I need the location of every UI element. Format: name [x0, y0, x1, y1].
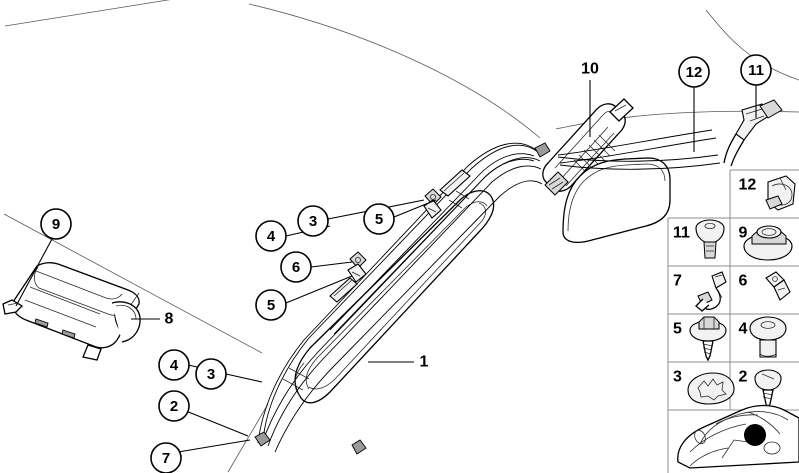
callout-circle [255, 220, 287, 252]
location-marker-dot [744, 424, 766, 446]
tube-bracket-upper [439, 169, 471, 197]
callout-3-2[interactable]: 3 [195, 358, 227, 390]
callout-circle [297, 205, 329, 237]
callout-label: 7 [162, 450, 170, 467]
clip-item-11-body [723, 99, 783, 167]
callout-label: 6 [292, 259, 300, 276]
callout-label: 2 [170, 398, 178, 415]
clip-fitting-lower [347, 251, 367, 283]
callout-circle [150, 442, 182, 473]
callout-circle [280, 251, 312, 283]
legend-icon-7-hook-retainer-clip [695, 271, 727, 312]
tube-bracket-lower [329, 277, 358, 303]
legend-icon-9-flange-lock-nut [743, 225, 793, 261]
callout-3-6[interactable]: 3 [297, 205, 329, 237]
fastener-legend-grid [667, 169, 799, 473]
legend-cell-number-3: 3 [673, 369, 682, 386]
callout-circle [40, 208, 72, 240]
legend-icon-2-round-head-screw [754, 369, 782, 409]
legend-icon-11-pan-head-bolt [695, 219, 725, 259]
legend-icon-3-star-washer-plate [687, 372, 735, 405]
legend-cell-number-2: 2 [739, 369, 748, 386]
callout-5-9[interactable]: 5 [255, 289, 287, 321]
legend-cell-number-12: 12 [739, 177, 757, 194]
callout-6-8[interactable]: 6 [280, 251, 312, 283]
callout-7-4[interactable]: 7 [150, 442, 182, 473]
callout-11-11[interactable]: 11 [740, 54, 772, 86]
callout-label: 5 [267, 297, 275, 314]
callout-circle [158, 390, 190, 422]
legend-cell-number-4: 4 [739, 321, 748, 338]
headliner-trim-panel [562, 157, 671, 243]
leader-line-7 [177, 439, 251, 453]
callout-label: 9 [52, 216, 60, 233]
callout-5-7[interactable]: 5 [363, 203, 395, 235]
leader-line-5b [285, 275, 353, 304]
callout-4-5[interactable]: 4 [255, 220, 287, 252]
callout-circle [255, 289, 287, 321]
legend-cell-number-11: 11 [673, 225, 690, 242]
gas-generator-inflator-module [542, 98, 634, 196]
cartridge-end-cap [111, 301, 141, 343]
tube-upper-anchor [534, 142, 551, 158]
part-number-label-1-0: 1 [420, 354, 429, 371]
head-airbag-tube-assembly [254, 142, 551, 455]
legend-icon-5-hex-head-tapping-screw [689, 316, 727, 362]
legend-cell-number-9: 9 [739, 225, 748, 242]
leader-line-6 [310, 261, 353, 268]
callout-circle [678, 56, 710, 88]
inflator-connector [609, 98, 634, 122]
callout-9-0[interactable]: 9 [40, 208, 72, 240]
callout-label: 12 [686, 64, 703, 81]
vehicle-location-illustration [677, 404, 799, 469]
callout-label: 11 [748, 62, 764, 79]
part-number-label-10-2: 10 [581, 61, 599, 78]
callout-4-1[interactable]: 4 [158, 349, 190, 381]
legend-icon-6-small-flat-tab [765, 271, 791, 301]
callout-label: 3 [207, 366, 215, 383]
callout-circle [158, 349, 190, 381]
cartridge-slot-a [34, 318, 49, 328]
legend-cell-number-7: 7 [673, 273, 682, 290]
part-number-label-8-1: 8 [165, 311, 174, 328]
inflator-rib-band [573, 134, 616, 177]
legend-cell-numbers-layer: 12 11 9 7 6 5 4 3 2 [673, 177, 756, 386]
callout-label: 3 [309, 213, 317, 230]
legend-cell-number-5: 5 [673, 321, 682, 338]
callout-2-3[interactable]: 2 [158, 390, 190, 422]
cartridge-slot-b [61, 329, 76, 339]
callout-label: 4 [170, 357, 179, 374]
leader-line-9 [15, 238, 53, 307]
legend-icon-12-spring-clip [765, 175, 796, 211]
callout-circle [363, 203, 395, 235]
callout-label: 5 [375, 211, 383, 228]
callout-label: 4 [267, 228, 276, 245]
legend-icon-4-mushroom-head-rivet [749, 316, 787, 358]
leader-line-2 [185, 410, 249, 437]
inflator-end-cap [544, 171, 569, 196]
leader-line-3a [225, 373, 263, 383]
cartridge-lower-tab [82, 344, 102, 361]
leader-line-5a [393, 199, 437, 218]
callout-12-10[interactable]: 12 [678, 56, 710, 88]
callout-circle [740, 54, 772, 86]
tube-lower-anchor [254, 431, 367, 455]
rolled-airbag-cartridge [2, 262, 141, 361]
callout-circle [195, 358, 227, 390]
roof-rail-clip-assembly [557, 99, 783, 170]
legend-cell-number-6: 6 [739, 273, 748, 290]
